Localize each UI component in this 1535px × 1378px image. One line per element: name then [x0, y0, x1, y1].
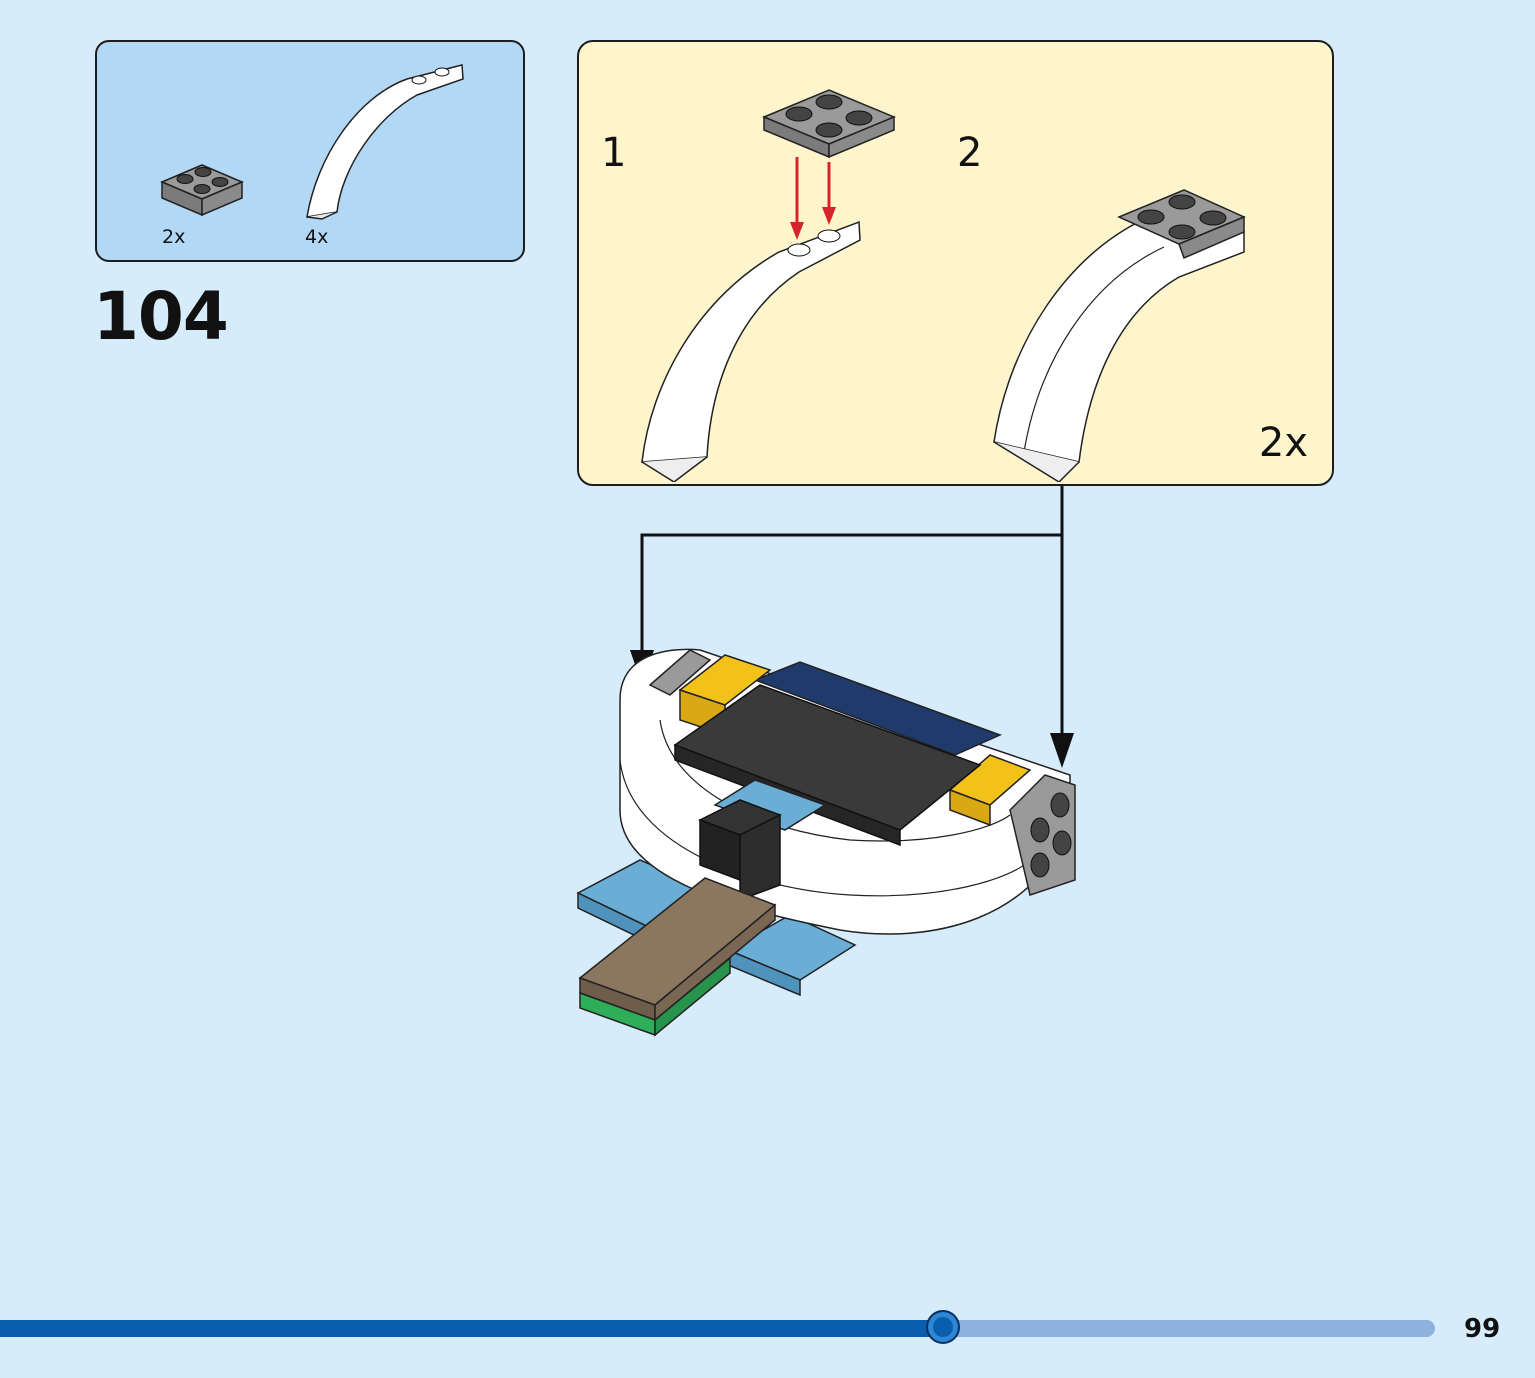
- sub-assembly-multiplier: 2x: [1258, 420, 1308, 466]
- substep-2-illustration: [993, 189, 1246, 482]
- arch-quantity: 4x: [305, 226, 329, 248]
- substep-1-illustration: [641, 89, 896, 482]
- page-number: 99: [1464, 1314, 1501, 1344]
- sub-assembly-callout: 1 2 2x: [577, 40, 1334, 486]
- progress-knob: [925, 1310, 960, 1344]
- substep-2-label: 2: [957, 130, 983, 176]
- progress-bar-fill: [0, 1320, 943, 1337]
- progress-bar: [0, 1310, 1435, 1344]
- curved-arch-part-image: [306, 64, 464, 220]
- plate-2x2-part-image: [160, 164, 244, 217]
- plate-quantity: 2x: [162, 226, 186, 248]
- substep-1-label: 1: [601, 130, 627, 176]
- parts-list-box: 2x 4x: [95, 40, 525, 262]
- step-number: 104: [93, 278, 229, 355]
